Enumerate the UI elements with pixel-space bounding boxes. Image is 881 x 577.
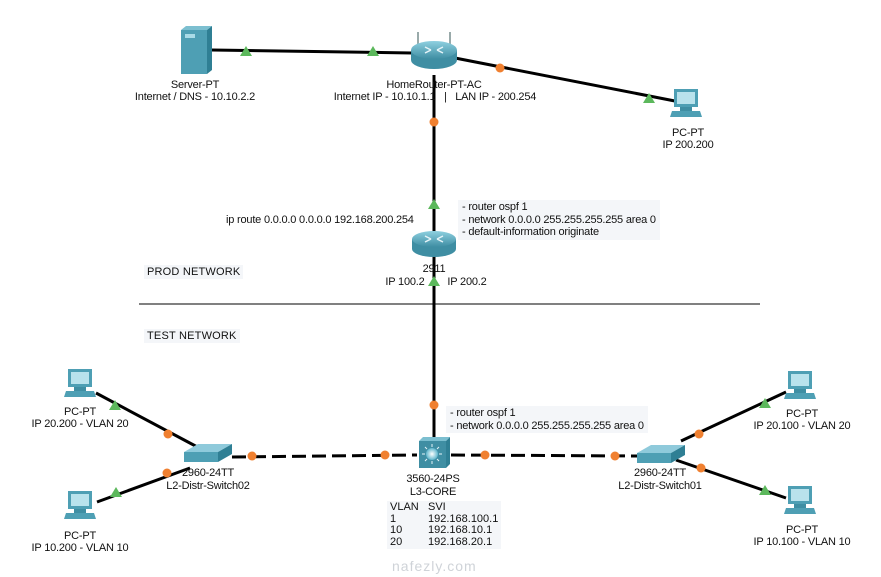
link-up-marker (759, 398, 771, 408)
pc-icon[interactable] (64, 491, 96, 519)
link-pending-marker (162, 468, 172, 478)
pc-icon[interactable] (64, 369, 96, 397)
vlan-table-header: VLAN SVI (390, 501, 498, 514)
pc-left-top-model-label: PC-PT (63, 406, 96, 418)
server-model-label: Server-PT (170, 79, 220, 91)
vlan-header: VLAN (390, 501, 419, 513)
link-core-switch01[interactable] (450, 453, 638, 458)
link-pending-marker (694, 429, 704, 439)
pc-top-desc-label: IP 200.200 (662, 139, 714, 151)
link-homerouter-pc[interactable] (454, 56, 681, 104)
router-ospf-note: - router ospf 1 - network 0.0.0.0 255.25… (458, 200, 660, 240)
test-network-label: TEST NETWORK (144, 329, 240, 343)
vlan-table-row: 1 192.168.100.1 (390, 512, 499, 526)
static-route-note: ip route 0.0.0.0 0.0.0.0 192.168.200.254 (226, 214, 414, 226)
router-2911-model-label: 2911 (422, 263, 446, 275)
server-desc-label: Internet / DNS - 10.10.2.2 (134, 91, 256, 103)
link-pending-marker (163, 429, 173, 439)
svi-ip: 192.168.100.1 (428, 512, 499, 525)
switch02-name-label: L2-Distr-Switch02 (166, 480, 250, 492)
link-up-marker (428, 276, 440, 286)
link-switch01-pc10[interactable] (675, 458, 787, 500)
pc-right-top-model-label: PC-PT (785, 408, 818, 420)
link-pending-marker (495, 63, 505, 73)
switch01-model-label: 2960-24TT (633, 467, 686, 479)
pc-left-top-desc-label: IP 20.200 - VLAN 20 (31, 418, 129, 430)
link-pending-marker (480, 450, 490, 460)
l3-core-model-label: 3560-24PS (406, 473, 460, 485)
l3-core-name-label: L3-CORE (409, 486, 457, 498)
home-router-desc-label: Internet IP - 10.10.1.1 | LAN IP - 200.2… (333, 91, 537, 103)
link-server-homerouter[interactable] (211, 48, 413, 55)
link-pending-marker (429, 117, 439, 127)
svi-ip: 192.168.20.1 (428, 535, 493, 548)
link-markers (109, 46, 771, 497)
link-pending-marker (429, 400, 439, 410)
prod-network-label: PROD NETWORK (144, 265, 244, 279)
vlan-table-row: 20 192.168.20.1 (390, 535, 498, 549)
link-pending-marker (696, 463, 706, 473)
link-up-marker (109, 400, 121, 410)
link-up-marker (428, 199, 440, 209)
pc-left-bottom-desc-label: IP 10.200 - VLAN 10 (31, 542, 129, 554)
svi-ip: 192.168.10.1 (428, 524, 493, 536)
core-ospf-note: - router ospf 1 - network 0.0.0.0 255.25… (446, 406, 648, 433)
switch02-model-label: 2960-24TT (181, 467, 234, 479)
link-up-marker (759, 485, 771, 495)
link-up-marker (643, 93, 655, 103)
vlan-table-row: 10 192.168.10.1 (390, 524, 498, 537)
vlan-id: 20 (390, 535, 403, 548)
vlan-id: 1 (390, 512, 397, 525)
link-up-marker (240, 46, 252, 56)
pc-right-bottom-model-label: PC-PT (785, 524, 818, 536)
router-2911-right-ip: IP 200.2 (447, 276, 487, 288)
switch01-icon[interactable] (637, 445, 685, 463)
router-2911-left-ip: IP 100.2 (385, 276, 425, 288)
pc-icon[interactable] (784, 371, 816, 399)
vlan-svi-table: VLAN SVI 1 192.168.100.1 10 192.168.10.1… (387, 501, 502, 549)
pc-top-model-label: PC-PT (671, 127, 704, 139)
link-up-marker (367, 46, 379, 56)
server-icon[interactable] (181, 26, 212, 74)
watermark: nafezly.com (392, 558, 477, 574)
pc-icon[interactable] (784, 486, 816, 514)
pc-icon[interactable] (670, 89, 702, 117)
link-up-marker (110, 487, 122, 497)
pc-right-bottom-desc-label: IP 10.100 - VLAN 10 (753, 536, 851, 548)
vlan-id: 10 (390, 524, 403, 536)
link-pending-marker (247, 451, 257, 461)
link-core-switch02[interactable] (231, 453, 418, 459)
link-pending-marker (610, 451, 620, 461)
home-router-model-label: HomeRouter-PT-AC (386, 79, 482, 91)
svi-header: SVI (428, 501, 446, 513)
pc-right-top-desc-label: IP 20.100 - VLAN 20 (753, 420, 851, 432)
pc-left-bottom-model-label: PC-PT (63, 530, 96, 542)
switch01-name-label: L2-Distr-Switch01 (618, 480, 702, 492)
l3-core-switch-icon[interactable] (419, 437, 450, 468)
router-2911-icon[interactable] (412, 231, 456, 257)
home-router-icon[interactable] (411, 32, 457, 69)
link-pending-marker (380, 450, 390, 460)
switch02-icon[interactable] (184, 444, 232, 462)
